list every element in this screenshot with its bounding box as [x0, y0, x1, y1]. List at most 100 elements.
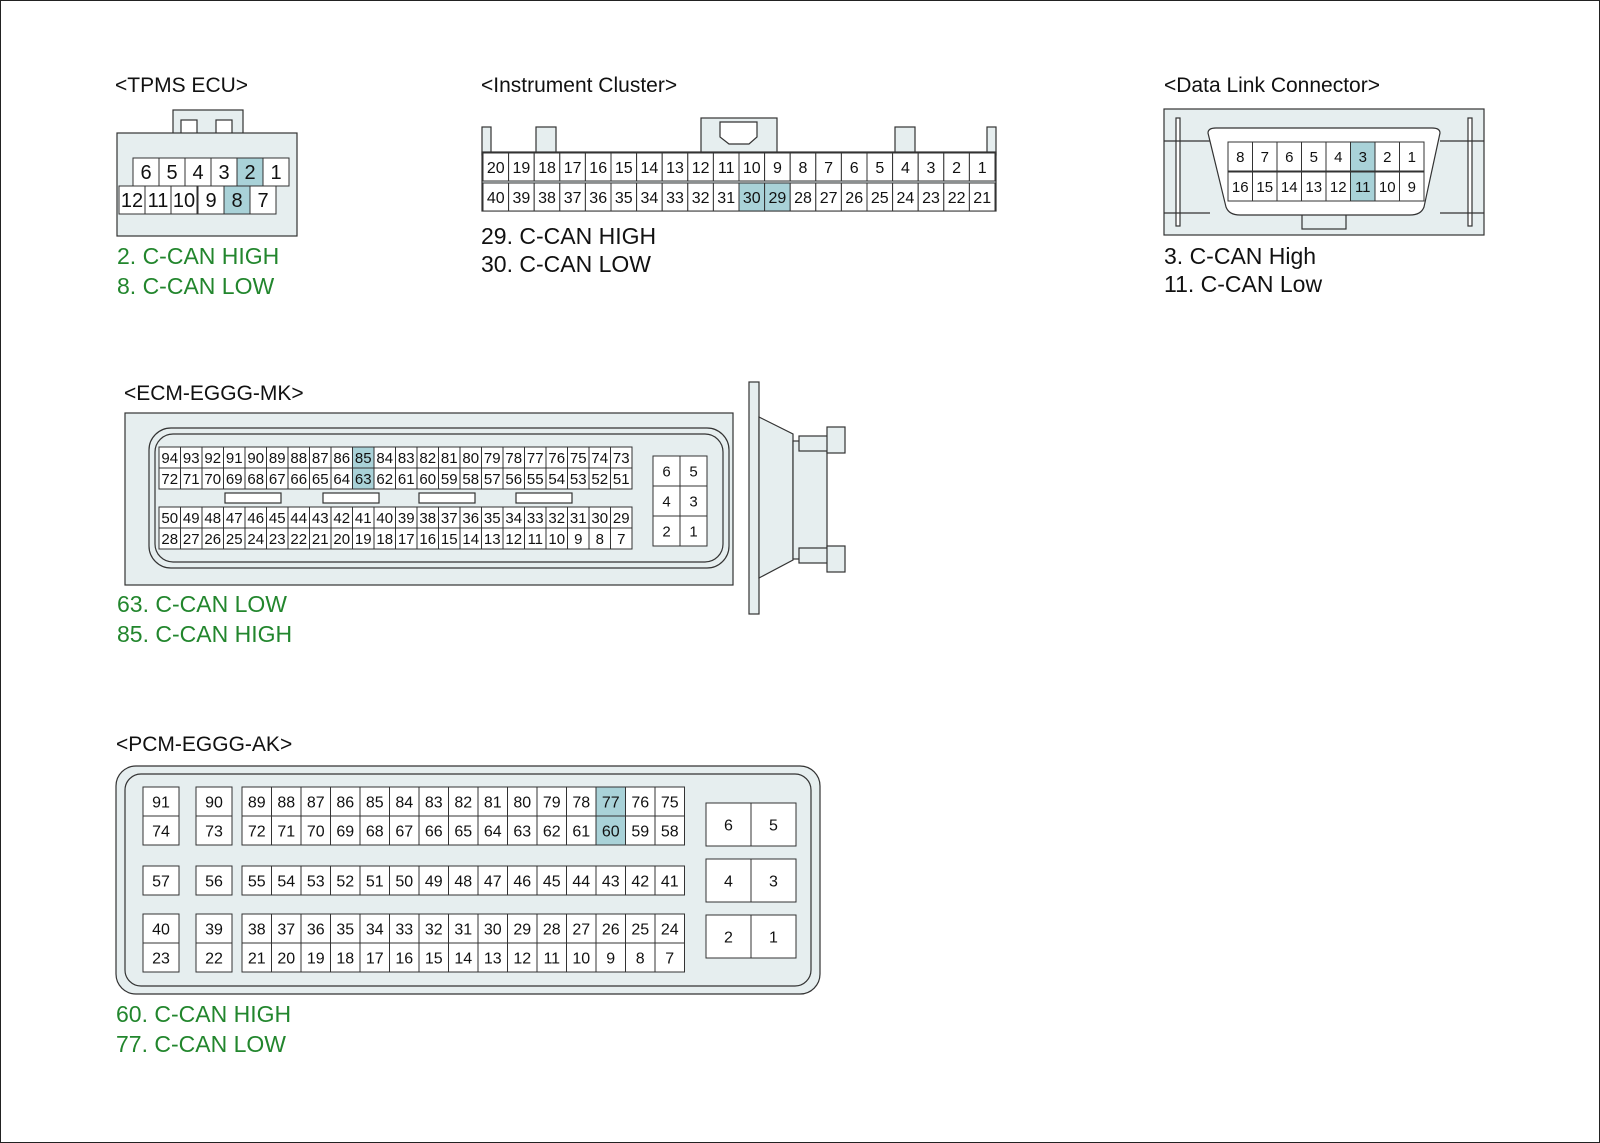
pin-cell: [705, 858, 752, 903]
pin-number: 79: [543, 794, 561, 811]
pin-27: 27: [815, 182, 842, 212]
pin-cell: [687, 182, 714, 212]
pin-6: 6: [132, 157, 160, 187]
pin-61: 61: [566, 815, 597, 846]
pin-number: 67: [395, 823, 413, 840]
pin-91: 91: [142, 786, 180, 817]
pin-cell: [968, 182, 996, 212]
pin-number: 38: [538, 190, 556, 207]
pin-1: 1: [968, 152, 996, 182]
pin-number: 47: [484, 873, 502, 890]
pin-number: 37: [277, 921, 295, 938]
pin-number: 27: [572, 921, 590, 938]
pin-number: 7: [665, 950, 674, 967]
pin-84: 84: [389, 786, 420, 817]
key-slot: [322, 492, 380, 504]
lever-arm: [826, 545, 846, 573]
pin-number: 61: [572, 823, 590, 840]
pin-number: 20: [333, 531, 350, 548]
pin-cell: [566, 815, 597, 846]
pin-cell: [508, 182, 535, 212]
pin-81: 81: [477, 786, 508, 817]
pin-14: 14: [636, 152, 663, 182]
pin-cell: [330, 815, 361, 846]
pin-number: 64: [333, 471, 350, 488]
pin-89: 89: [266, 446, 289, 469]
pin-39: 39: [395, 506, 418, 529]
pin-78: 78: [566, 786, 597, 817]
pin-cell: [507, 815, 538, 846]
pin-cell: [764, 182, 791, 212]
pin-22: 22: [943, 182, 970, 212]
pin-number: 43: [602, 873, 620, 890]
pin-number: 34: [505, 510, 522, 527]
pin-number: 34: [366, 921, 384, 938]
pin-number: 13: [1305, 179, 1322, 196]
pin-number: 78: [505, 450, 522, 467]
pin-number: 92: [204, 450, 221, 467]
pin-number: 67: [269, 471, 286, 488]
pin-number: 5: [689, 463, 697, 480]
pin-number: 86: [336, 794, 354, 811]
pin-75: 75: [567, 446, 590, 469]
pin-cell: [300, 913, 331, 944]
pin-10: 10: [1374, 171, 1400, 202]
pin-88: 88: [271, 786, 302, 817]
pin-number: 21: [312, 531, 329, 548]
pin-16: 16: [416, 527, 439, 550]
pin-67: 67: [266, 467, 289, 490]
pin-37: 37: [438, 506, 461, 529]
pin-93: 93: [180, 446, 203, 469]
pin-10: 10: [566, 942, 597, 973]
pin-68: 68: [244, 467, 267, 490]
pin-36: 36: [584, 182, 612, 212]
pin-number: 1: [978, 160, 987, 177]
pin-number: 14: [1281, 179, 1298, 196]
pin-5: 5: [866, 152, 894, 182]
pin-77: 77: [595, 786, 626, 817]
pin-number: 60: [602, 823, 620, 840]
pin-number: 23: [152, 950, 170, 967]
pin-number: 66: [290, 471, 307, 488]
pin-38: 38: [533, 182, 561, 212]
pin-cell: [262, 157, 290, 187]
pin-91: 91: [223, 446, 246, 469]
pin-number: 81: [441, 450, 458, 467]
pin-5: 5: [750, 802, 797, 847]
pin-number: 32: [548, 510, 565, 527]
pin-number: 27: [820, 190, 838, 207]
pin-17: 17: [559, 152, 586, 182]
pin-number: 17: [398, 531, 415, 548]
pin-number: 15: [425, 950, 443, 967]
pin-10: 10: [170, 185, 198, 215]
pin-cell: [236, 157, 264, 187]
pin-4: 4: [1325, 141, 1351, 172]
pin-cell: [654, 865, 685, 896]
pin-cell: [1252, 171, 1278, 202]
pin-3: 3: [1350, 141, 1376, 172]
pin-35: 35: [610, 182, 638, 212]
pin-12: 12: [507, 942, 538, 973]
pin-15: 15: [418, 942, 449, 973]
pin-number: 11: [148, 190, 169, 212]
pin-87: 87: [309, 446, 332, 469]
pin-29: 29: [610, 506, 633, 529]
pin-35: 35: [481, 506, 504, 529]
pin-36: 36: [459, 506, 482, 529]
pin-number: 31: [717, 190, 735, 207]
pin-number: 7: [1261, 149, 1269, 166]
pin-number: 90: [247, 450, 264, 467]
pin-41: 41: [352, 506, 375, 529]
pin-number: 19: [307, 950, 325, 967]
pin-15: 15: [610, 152, 638, 182]
pin-7: 7: [654, 942, 685, 973]
pin-2: 2: [1374, 141, 1400, 172]
pin-28: 28: [158, 527, 181, 550]
pin-13: 13: [661, 152, 689, 182]
pin-number: 8: [231, 190, 242, 212]
pin-number: 41: [355, 510, 372, 527]
pin-cell: [300, 942, 331, 973]
pin-cell: [610, 182, 638, 212]
pin-63: 63: [507, 815, 538, 846]
